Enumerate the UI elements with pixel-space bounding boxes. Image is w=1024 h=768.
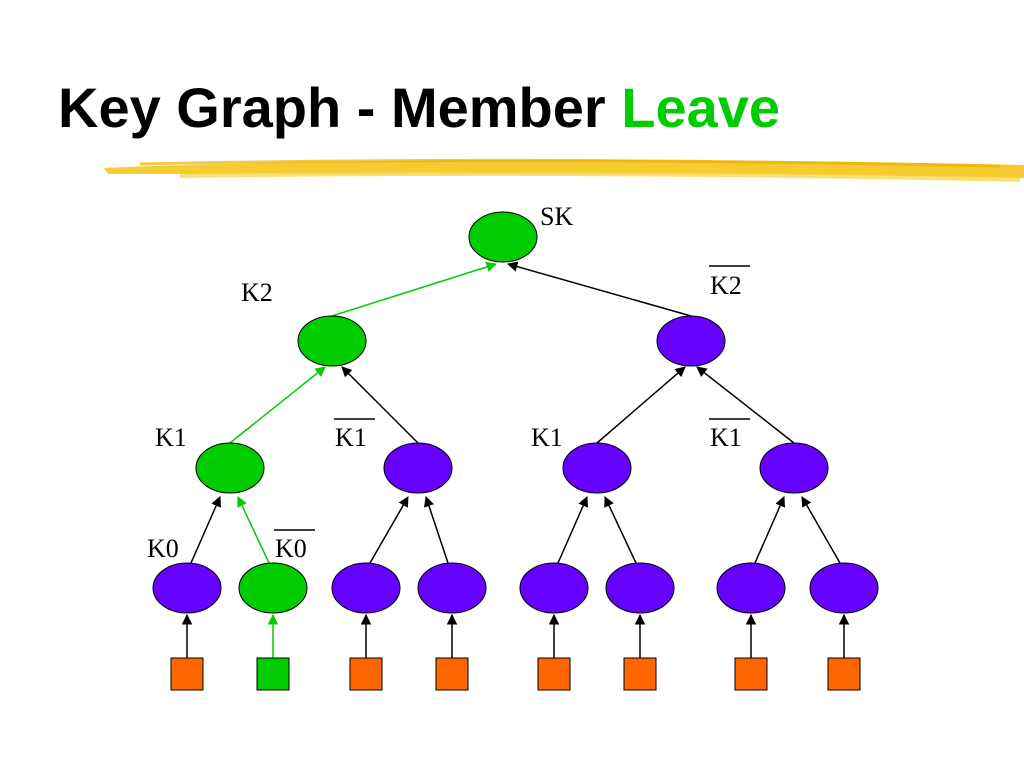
node-level3-4 (519, 562, 589, 614)
edge-k1r-to-k2bar (596, 366, 686, 444)
node-sk (468, 211, 538, 263)
member-square-7 (827, 657, 861, 691)
node-level3-5 (605, 562, 675, 614)
node-level2-1 (383, 442, 453, 494)
slide-title: Key Graph - Member Leave (58, 80, 780, 136)
label-k0-bar-text: K0 (275, 534, 307, 563)
edge-k1bar-to-k2 (341, 366, 419, 444)
label-k1-bar-right-text: K1 (710, 423, 742, 452)
label-k0-bar: K0 (274, 529, 315, 563)
edge-l3-0-to-l2 (190, 496, 222, 564)
label-k1-left: K1 (155, 423, 187, 452)
edge-l3-3-to-l2 (424, 496, 449, 564)
edge-l3-1-to-l2 (237, 496, 270, 564)
edge-l3-6-to-l2 (754, 496, 786, 564)
title-main: Key Graph - Member (58, 76, 622, 139)
node-level3-3 (417, 562, 487, 614)
label-k1-bar-left-text: K1 (335, 423, 367, 452)
label-k2: K2 (241, 278, 273, 307)
node-level1-1 (656, 315, 726, 367)
member-square-1 (256, 657, 290, 691)
label-k1-bar-right: K1 (709, 418, 750, 452)
nodes (152, 211, 879, 691)
label-k2-bar-text: K2 (710, 271, 742, 300)
node-level3-1 (238, 562, 308, 614)
edge-l3-5-to-l2 (604, 496, 637, 564)
node-level2-0 (195, 442, 265, 494)
node-level3-0 (152, 562, 222, 614)
node-level1-0 (297, 315, 367, 367)
node-level2-3 (759, 442, 829, 494)
label-sk: SK (540, 202, 573, 231)
node-level3-7 (809, 562, 879, 614)
edge-k1-to-k2 (229, 366, 326, 444)
edges (181, 261, 850, 658)
member-square-0 (170, 657, 204, 691)
node-level3-2 (331, 562, 401, 614)
label-k1-bar-left: K1 (334, 418, 375, 452)
member-square-3 (435, 657, 469, 691)
edge-k2-to-sk (331, 261, 498, 317)
edge-l3-2-to-l2 (369, 496, 409, 564)
edge-k1barr-to-k2bar (696, 366, 795, 444)
member-square-4 (537, 657, 571, 691)
node-level3-6 (716, 562, 786, 614)
title-underline-highlight (104, 158, 1024, 182)
member-square-6 (734, 657, 768, 691)
title-accent: Leave (621, 76, 781, 139)
node-level2-2 (562, 442, 632, 494)
edge-l3-7-to-l2 (801, 496, 841, 564)
member-square-5 (623, 657, 657, 691)
edge-l3-4-to-l2 (557, 496, 589, 564)
label-k0: K0 (147, 534, 179, 563)
label-k2-bar: K2 (709, 265, 750, 300)
edge-k2bar-to-sk (506, 261, 692, 317)
member-square-2 (349, 657, 383, 691)
label-k1-right: K1 (531, 423, 563, 452)
